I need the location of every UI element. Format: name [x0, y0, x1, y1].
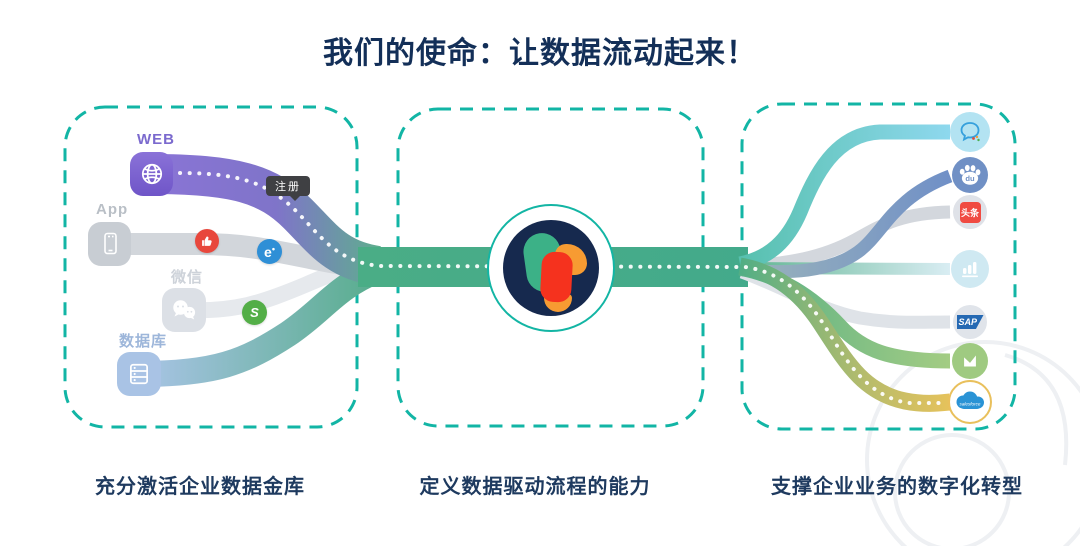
- salesforce-icon: salesforce: [948, 380, 992, 424]
- s-badge-glyph: S: [250, 305, 259, 320]
- m-glyph: [964, 355, 976, 367]
- register-tooltip: 注册: [266, 176, 310, 201]
- wechat-tile: [162, 288, 206, 332]
- m-logo-icon: [952, 343, 988, 379]
- baidu-du-text: du: [965, 174, 975, 183]
- database-tile: [117, 352, 161, 396]
- right-caption: 支撑企业业务的数字化转型: [771, 476, 1023, 498]
- company-logo: [503, 220, 599, 316]
- bar-chart-glyph: [962, 262, 978, 278]
- toutiao-logo: 头条: [959, 201, 981, 223]
- smartphone-icon: [103, 232, 117, 255]
- salesforce-text: salesforce: [960, 402, 981, 407]
- chat-ribbon: [738, 124, 950, 272]
- toutiao-icon: 头条: [953, 195, 987, 229]
- globe-icon: [141, 163, 162, 185]
- e-platform-badge: e•: [257, 239, 282, 264]
- salesforce-cloud-glyph: salesforce: [956, 391, 984, 409]
- page-title: 我们的使命：让数据流动起来！: [323, 37, 757, 70]
- wechat-label: 微信: [171, 269, 204, 286]
- link-badge: S: [242, 300, 267, 325]
- web-label: WEB: [137, 131, 175, 148]
- logo-red-blob: [539, 251, 574, 303]
- baidu-ribbon: [741, 169, 953, 279]
- thumbs-up-icon: [202, 236, 212, 246]
- baidu-icon: du: [952, 157, 988, 193]
- analytics-bars-icon: [951, 250, 989, 288]
- center-caption: 定义数据驱动流程的能力: [419, 476, 651, 498]
- baidu-paw-glyph: du: [959, 164, 981, 185]
- database-ribbon: [139, 256, 386, 387]
- wechat-icon: [173, 300, 196, 320]
- sap-icon: SAP: [953, 305, 987, 339]
- like-badge: [195, 229, 219, 253]
- app-tile: [88, 222, 131, 266]
- qq-chat-glyph: [960, 122, 980, 142]
- server-icon: [130, 363, 148, 385]
- database-label: 数据库: [119, 333, 168, 350]
- background-watermark-logo: [865, 340, 1080, 546]
- app-label: App: [96, 201, 129, 218]
- left-caption: 充分激活企业数据金库: [95, 476, 305, 498]
- chat-bubble-icon: [950, 112, 990, 152]
- e-badge-glyph: e: [264, 243, 272, 260]
- left-panel-outline: [63, 105, 359, 429]
- sap-logo: SAP: [956, 315, 984, 329]
- web-tile: [130, 152, 173, 196]
- right-panel-outline: [740, 102, 1017, 431]
